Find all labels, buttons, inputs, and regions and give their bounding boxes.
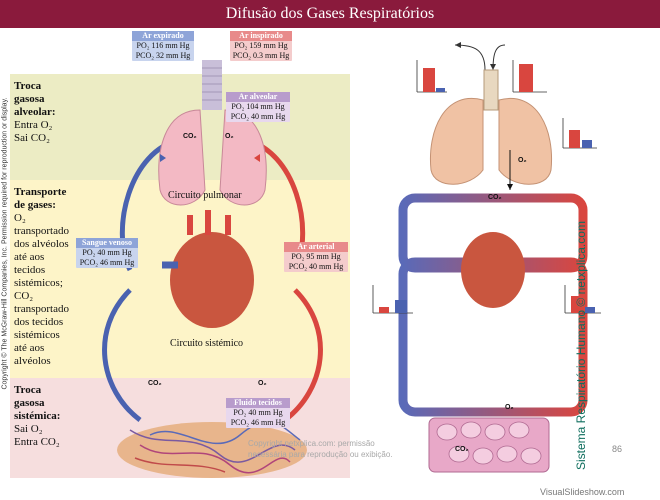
o2-label-tissue: O₂ [258, 380, 267, 387]
brand-watermark: VisualSlideshow.com [540, 487, 625, 497]
schematic-right-lung [498, 98, 553, 185]
box-expired-po2: PO₂ 116 mm Hg [136, 41, 190, 50]
section-systemic: Troca gasosa sistémica: Sai O₂ Entra CO₂ [14, 384, 72, 449]
arrow-icon [160, 154, 166, 162]
watermark: Copyright netxplica.com: permissão neces… [248, 438, 393, 460]
box-venous-po2: PO₂ 40 mm Hg [82, 248, 132, 257]
schematic-co2-label-tissue: CO₂ [455, 446, 469, 453]
page-number: 86 [612, 444, 623, 454]
box-tissue-pco2: PCO₂ 46 mm Hg [230, 418, 286, 427]
box-arterial: Ar arterial PO₂ 95 mm Hg PCO₂ 40 mm Hg [284, 242, 348, 272]
bar-group-alveolar [562, 118, 597, 149]
bar-group-expired [416, 60, 447, 93]
side-title-vertical: Sistema Respiratório Humano © netxplica.… [574, 221, 588, 470]
section-alveolar-line-1: Entra O₂ [14, 119, 53, 131]
heart-vessels [187, 210, 231, 235]
systemic-circuit-label: Circuito sistémico [170, 338, 244, 349]
box-inspired-air: Ar inspirado PO₂ 159 mm Hg PCO₂ 0.3 mm H… [230, 31, 292, 61]
watermark-line-2: necessária para reprodução ou exibição. [248, 450, 393, 459]
exhale-arrow [454, 44, 486, 71]
box-venous-blood: Sangue venoso PO₂ 40 mm Hg PCO₂ 46 mm Hg [76, 238, 138, 268]
section-alveolar-heading: Troca gasosa alveolar: [14, 80, 56, 118]
box-alveolar-title: Ar alveolar [226, 92, 290, 102]
arrow-icon [490, 64, 496, 70]
box-inspired-title: Ar inspirado [230, 31, 292, 41]
box-tissue-fluid: Fluido tecidos PO₂ 40 mm Hg PCO₂ 46 mm H… [226, 398, 290, 428]
capillary-network [129, 420, 301, 474]
bar-group-venous [372, 285, 413, 314]
schematic-diagram [372, 42, 601, 473]
systemic-artery-path [283, 288, 323, 422]
watermark-line-1: Copyright netxplica.com: permissão [248, 439, 375, 448]
section-transport: Transporte de gases: O₂ transportado dos… [14, 186, 72, 368]
schematic-o2-label-bottom: O₂ [505, 404, 514, 411]
co2-label-lung: CO₂ [183, 133, 197, 140]
o2-label-lung: O₂ [225, 133, 234, 140]
arrow-icon [455, 42, 461, 48]
systemic-vein-path [102, 288, 142, 422]
bar-group-arterial [564, 285, 601, 314]
box-arterial-title: Ar arterial [284, 242, 348, 252]
slide-title: Difusão dos Gases Respiratórios [0, 0, 660, 28]
box-expired-pco2: PCO₂ 32 mm Hg [135, 51, 191, 60]
box-arterial-pco2: PCO₂ 40 mm Hg [288, 262, 344, 271]
schematic-heart [461, 232, 525, 308]
section-systemic-line-1: Sai O₂ [14, 423, 43, 435]
schematic-co2-label-top: CO₂ [488, 194, 502, 201]
section-transport-text: O₂ transportado dos alvéolos até aos tec… [14, 212, 69, 367]
box-alveolar-po2: PO₂ 104 mm Hg [231, 102, 285, 111]
tissue-cells [436, 421, 542, 465]
box-tissue-po2: PO₂ 40 mm Hg [233, 408, 283, 417]
left-lung [158, 109, 206, 206]
box-arterial-po2: PO₂ 95 mm Hg [291, 252, 341, 261]
box-venous-title: Sangue venoso [76, 238, 138, 248]
trachea-rings [202, 67, 222, 101]
copyright-vertical: Copyright © The McGraw-Hill Companies, I… [1, 97, 9, 390]
box-venous-pco2: PCO₂ 46 mm Hg [79, 258, 135, 267]
schematic-left-lung [429, 98, 484, 185]
section-alveolar: Troca gasosa alveolar: Entra O₂ Sai CO₂ [14, 80, 72, 145]
heart [170, 232, 254, 328]
co2-label-tissue: CO₂ [148, 380, 162, 387]
section-systemic-line-2: Entra CO₂ [14, 436, 60, 448]
box-tissue-title: Fluido tecidos [226, 398, 290, 408]
section-transport-heading: Transporte de gases: [14, 186, 67, 211]
box-alveolar-air: Ar alveolar PO₂ 104 mm Hg PCO₂ 40 mm Hg [226, 92, 290, 122]
schematic-trachea [483, 69, 499, 111]
schematic-o2-label: O₂ [518, 157, 527, 164]
box-expired-air: Ar expirado PO₂ 116 mm Hg PCO₂ 32 mm Hg [132, 31, 194, 61]
section-alveolar-line-2: Sai CO₂ [14, 132, 50, 144]
box-inspired-po2: PO₂ 159 mm Hg [234, 41, 288, 50]
arrow-icon [254, 154, 260, 162]
box-expired-title: Ar expirado [132, 31, 194, 41]
trachea [202, 60, 222, 110]
box-alveolar-pco2: PCO₂ 40 mm Hg [230, 112, 286, 121]
arrow-icon [507, 184, 513, 190]
pulmonary-circuit-label: Circuito pulmonar [168, 190, 242, 201]
box-inspired-pco2: PCO₂ 0.3 mm Hg [232, 51, 290, 60]
section-systemic-heading: Troca gasosa sistémica: [14, 384, 61, 422]
bar-group-inspired [512, 60, 547, 93]
